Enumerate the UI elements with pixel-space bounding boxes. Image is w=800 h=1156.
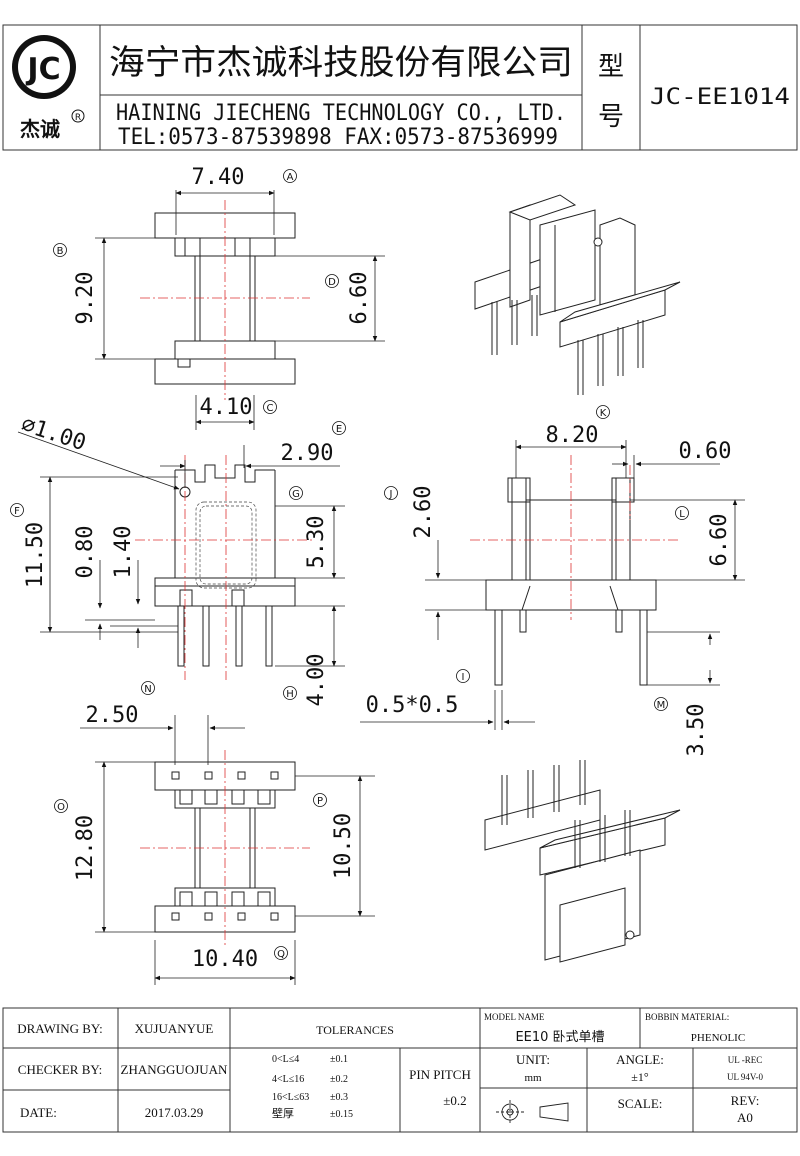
marker-n: N: [144, 684, 151, 695]
dim-2-90: 2.90: [281, 441, 334, 466]
dim-1-40: 1.40: [111, 526, 136, 579]
angle-label: ANGLE:: [616, 1052, 664, 1067]
marker-b: B: [57, 246, 64, 257]
dim-6-60-top: 6.60: [347, 272, 372, 325]
model-number: JC-EE1014: [650, 85, 790, 110]
dim-11-50: 11.50: [23, 522, 48, 588]
tol-1-value: ±0.1: [330, 1054, 348, 1065]
dim-4-00: 4.00: [304, 654, 329, 707]
marker-c: C: [267, 403, 274, 414]
marker-k: K: [600, 408, 607, 419]
model-name-label: MODEL NAME: [484, 1012, 545, 1022]
top-view-dimensions: [95, 190, 385, 430]
front-view: [154, 464, 296, 667]
pin-pitch-label: PIN PITCH: [409, 1067, 471, 1082]
rev-label: REV:: [731, 1093, 760, 1108]
type-label-2: 号: [598, 102, 624, 132]
bottom-view-centerlines: [140, 750, 310, 945]
marker-m: M: [657, 700, 666, 711]
tol-3-range: 16<L≤63: [272, 1092, 309, 1103]
dim-6-60-side: 6.60: [707, 514, 732, 567]
rev-value: A0: [737, 1110, 753, 1125]
marker-o: O: [57, 802, 65, 813]
logo-caption: 杰诚: [20, 117, 60, 141]
circle-markers: [10, 169, 689, 960]
dim-12-80: 12.80: [73, 815, 98, 881]
logo-text: JC: [25, 52, 60, 87]
company-logo: JC 杰诚 R: [12, 35, 85, 141]
scale-label: SCALE:: [618, 1096, 663, 1111]
dim-8-20: 8.20: [546, 423, 599, 448]
tol-2-value: ±0.2: [330, 1074, 348, 1085]
dim-9-20: 9.20: [73, 272, 98, 325]
registered-mark: R: [75, 113, 81, 123]
marker-j: J: [389, 489, 393, 500]
dim-0-5x0-5: 0.5*0.5: [366, 693, 459, 718]
dim-7-40: 7.40: [192, 165, 245, 190]
dim-10-50: 10.50: [331, 813, 356, 879]
dim-10-40: 10.40: [192, 947, 258, 972]
checker-by-value: ZHANGGUOJUAN: [121, 1062, 228, 1077]
marker-g: G: [292, 489, 300, 500]
bottom-view-dimensions: [80, 715, 375, 985]
front-view-centerlines: [135, 455, 315, 680]
marker-q: Q: [277, 949, 285, 960]
company-contact: TEL:0573-87539898 FAX:0573-87536999: [118, 125, 558, 150]
header: [2, 24, 798, 151]
tol-1-range: 0<L≤4: [272, 1054, 299, 1065]
date-label: DATE:: [20, 1105, 57, 1120]
projection-symbol-icon: [496, 1100, 569, 1124]
marker-f: F: [14, 506, 20, 517]
dim-4-10: 4.10: [200, 395, 253, 420]
checker-by-label: CHECKER BY:: [18, 1062, 102, 1077]
company-name-cn: 海宁市杰诚科技股份有限公司: [109, 43, 573, 83]
top-view-centerlines: [140, 200, 310, 400]
tol-3-value: ±0.3: [330, 1092, 348, 1103]
dim-3-50: 3.50: [684, 704, 709, 757]
type-label-1: 型: [598, 52, 624, 82]
bobbin-material-value: PHENOLIC: [691, 1032, 745, 1044]
company-name-en: HAINING JIECHENG TECHNOLOGY CO., LTD.: [116, 101, 566, 126]
front-view-dimensions: [17, 431, 345, 667]
dim-2-50: 2.50: [86, 703, 139, 728]
side-view-dimensions: [360, 440, 745, 730]
tol-2-range: 4<L≤16: [272, 1074, 304, 1085]
date-value: 2017.03.29: [145, 1105, 204, 1120]
title-block-grid: [2, 1007, 798, 1133]
drawing-by-label: DRAWING BY:: [17, 1021, 103, 1036]
tol-4-range: 壁厚: [272, 1106, 294, 1120]
pin-pitch-value: ±0.2: [443, 1093, 466, 1108]
side-view-centerlines: [470, 455, 680, 620]
marker-a: A: [287, 172, 294, 183]
tolerances-label: TOLERANCES: [316, 1023, 394, 1037]
ul-rec: UL -REC: [728, 1055, 762, 1065]
marker-i: I: [462, 672, 465, 683]
marker-e: E: [336, 424, 342, 435]
isometric-view-top: [474, 194, 681, 395]
marker-l: L: [679, 509, 685, 520]
unit-label: UNIT:: [516, 1052, 550, 1067]
marker-h: H: [286, 689, 294, 700]
dim-5-30: 5.30: [304, 516, 329, 569]
drawing-by-value: XUJUANYUE: [135, 1021, 214, 1036]
unit-value: mm: [524, 1072, 542, 1084]
tol-4-value: ±0.15: [330, 1109, 353, 1120]
angle-value: ±1°: [631, 1070, 649, 1084]
ul-94v0: UL 94V-0: [727, 1072, 764, 1082]
model-name-value: EE10 卧式单槽: [515, 1030, 604, 1045]
dim-0-80: 0.80: [73, 526, 98, 579]
marker-p: P: [317, 796, 323, 807]
bobbin-material-label: BOBBIN MATERIAL:: [645, 1012, 729, 1022]
marker-d: D: [328, 277, 336, 288]
isometric-view-bottom: [484, 760, 681, 963]
dim-0-60: 0.60: [679, 439, 732, 464]
dim-2-60: 2.60: [411, 486, 436, 539]
dim-dia-1-00: ∅1.00: [18, 412, 89, 456]
